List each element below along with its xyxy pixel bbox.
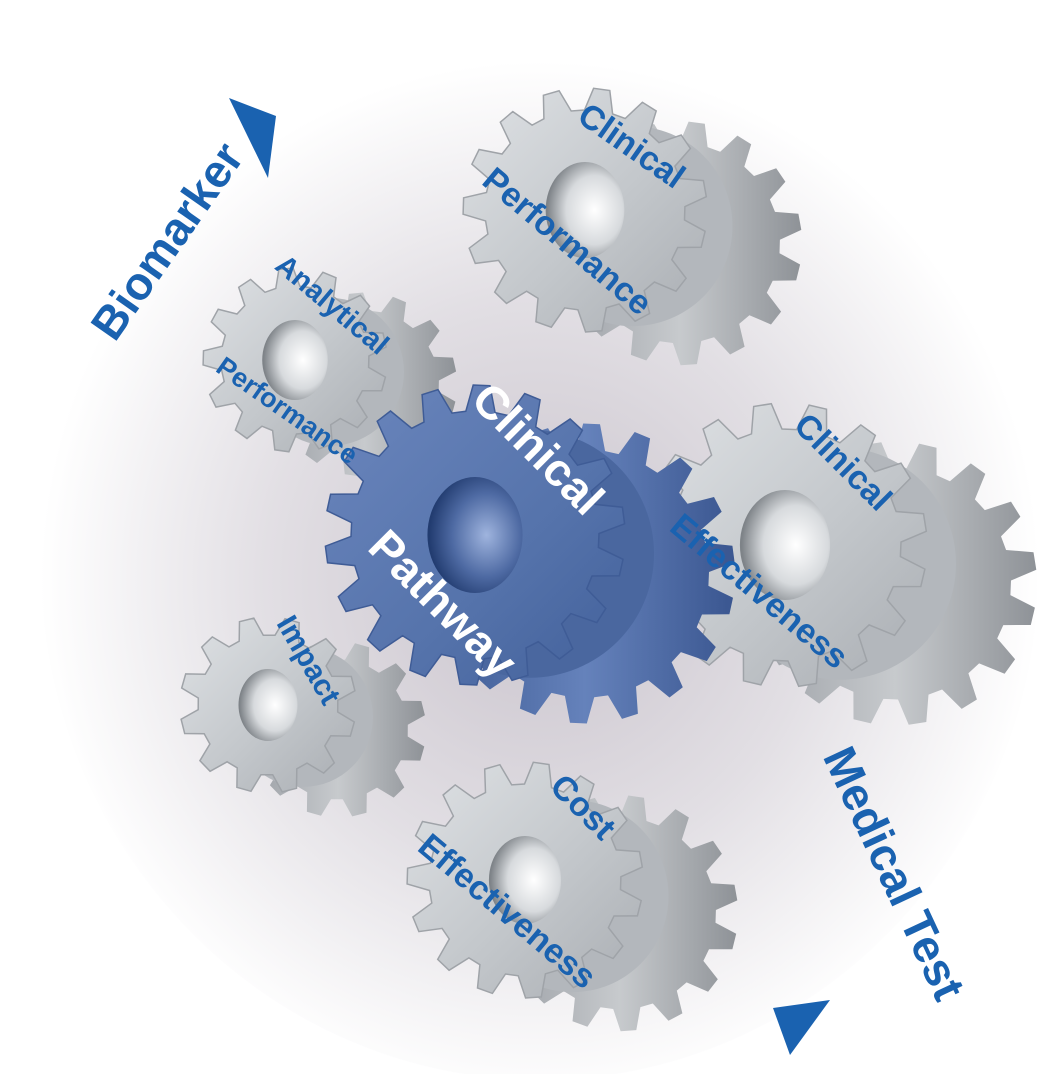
gear-clinical-performance xyxy=(462,87,802,366)
gear-impact-hole xyxy=(238,669,298,741)
gear-clineff-hole xyxy=(739,490,831,600)
gear-center-hole xyxy=(427,477,523,593)
gear-analytical-hole xyxy=(262,320,328,400)
gear-impact xyxy=(180,617,425,817)
gear-cost-effectiveness xyxy=(406,761,738,1032)
medical-test-arrow-icon xyxy=(773,1000,830,1055)
biomarker-arrow-icon xyxy=(229,98,276,178)
gear-clinperf-hole xyxy=(545,162,625,258)
gear-clinical-effectiveness xyxy=(642,402,1037,725)
gear-clinical-pathway xyxy=(324,384,735,724)
gear-cost-hole xyxy=(488,836,562,924)
